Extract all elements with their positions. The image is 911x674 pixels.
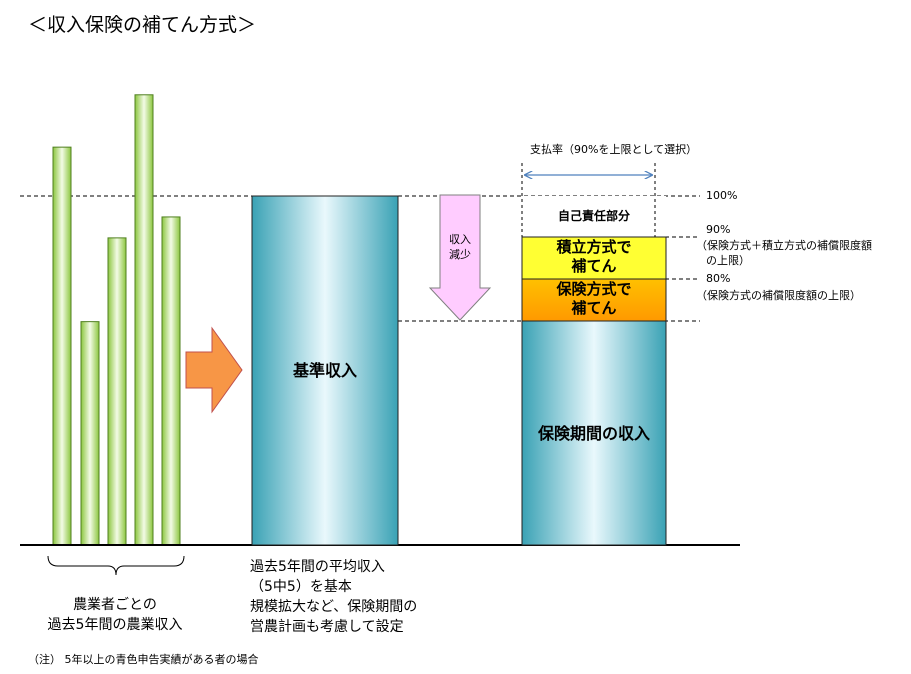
- base-income-bar: [251, 195, 399, 546]
- period-income-bar: [521, 320, 667, 546]
- base-caption-line4: 営農計画も考慮して設定: [250, 619, 404, 635]
- history-brace: [47, 555, 185, 576]
- base-caption-line2: （5中5）を基本: [250, 579, 352, 595]
- history-bar: [161, 216, 181, 546]
- reserve-label-line2: 補てん: [571, 257, 617, 275]
- history-bar: [52, 146, 72, 546]
- decrease-label-line1: 収入: [449, 233, 471, 246]
- history-bar: [80, 321, 100, 546]
- level-90-label: 90%: [706, 223, 731, 236]
- self-responsibility-block: [522, 196, 666, 237]
- decrease-arrow-icon: [428, 194, 492, 321]
- base-income-label: 基準収入: [292, 361, 357, 380]
- history-bars: [52, 94, 181, 546]
- base-caption-line1: 過去5年間の平均収入: [250, 559, 385, 575]
- insurance-label-line1: 保険方式で: [556, 280, 632, 298]
- footnote: （注） 5年以上の青色申告実績がある者の場合: [28, 653, 259, 666]
- level-80-label: 80%: [706, 272, 731, 285]
- level-90-note-line1: （保険方式＋積立方式の補償限度額: [696, 239, 872, 252]
- insurance-label-line2: 補てん: [571, 299, 617, 317]
- level-100-label: 100%: [706, 189, 738, 202]
- base-caption-line3: 規模拡大など、保険期間の: [250, 599, 418, 615]
- history-label-line2: 過去5年間の農業収入: [47, 617, 183, 633]
- history-bar: [134, 94, 154, 546]
- payout-rate-label: 支払率（90%を上限として選択）: [530, 143, 698, 156]
- insurance-block: [521, 278, 667, 322]
- history-bar: [107, 237, 127, 546]
- reserve-label-line1: 積立方式で: [556, 238, 632, 256]
- reserve-block: [521, 236, 667, 280]
- level-90-note-line2: の上限）: [706, 254, 750, 267]
- history-label-line1: 農業者ごとの: [73, 597, 157, 613]
- right-arrow-icon: [185, 326, 243, 414]
- decrease-label-line2: 減少: [449, 248, 471, 261]
- level-80-note: （保険方式の補償限度額の上限）: [696, 289, 861, 302]
- page-title: ＜収入保険の補てん方式＞: [28, 14, 257, 36]
- period-income-label: 保険期間の収入: [537, 424, 650, 443]
- self-responsibility-label: 自己責任部分: [557, 209, 630, 223]
